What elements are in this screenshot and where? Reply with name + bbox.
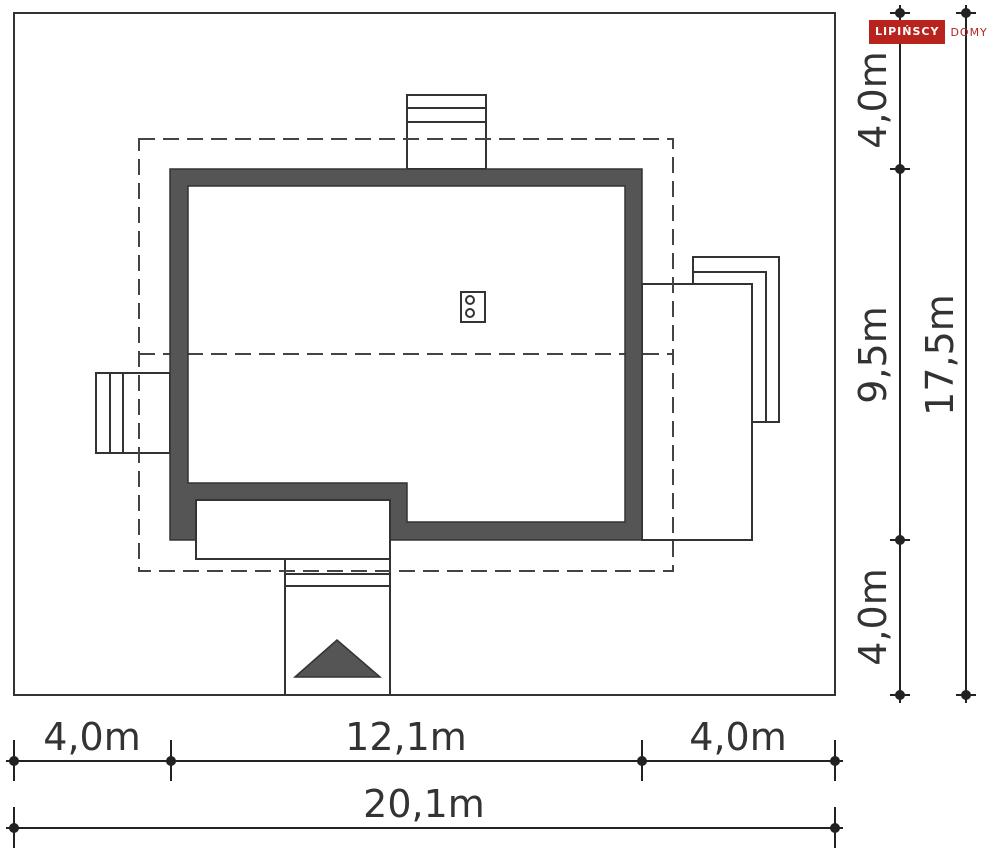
top-stairs — [406, 94, 487, 170]
chimney-icon — [460, 291, 486, 323]
house-width-label: 12,1m — [345, 715, 467, 759]
brand-logo: LIPIŃSCY DOMY — [869, 20, 988, 44]
right-terrace — [641, 283, 753, 541]
right-terrace-steps — [692, 256, 780, 423]
left-stairs — [95, 372, 171, 454]
vertical-dimension — [890, 5, 976, 703]
right-setback-label: 4,0m — [689, 715, 786, 759]
horizontal-dimension — [6, 740, 843, 848]
logo-brand: LIPIŃSCY — [869, 20, 946, 44]
total-width-label: 20,1m — [363, 782, 485, 826]
top-setback-label: 4,0m — [851, 51, 895, 148]
logo-suffix: DOMY — [950, 25, 988, 39]
plot-boundary — [13, 12, 836, 696]
house-depth-label: 9,5m — [851, 306, 895, 403]
entrance-arrow-icon — [293, 639, 383, 678]
bottom-setback-label: 4,0m — [851, 568, 895, 665]
total-depth-label: 17,5m — [918, 294, 962, 416]
entrance-path — [284, 558, 391, 696]
left-setback-label: 4,0m — [43, 715, 140, 759]
porch — [195, 499, 391, 560]
